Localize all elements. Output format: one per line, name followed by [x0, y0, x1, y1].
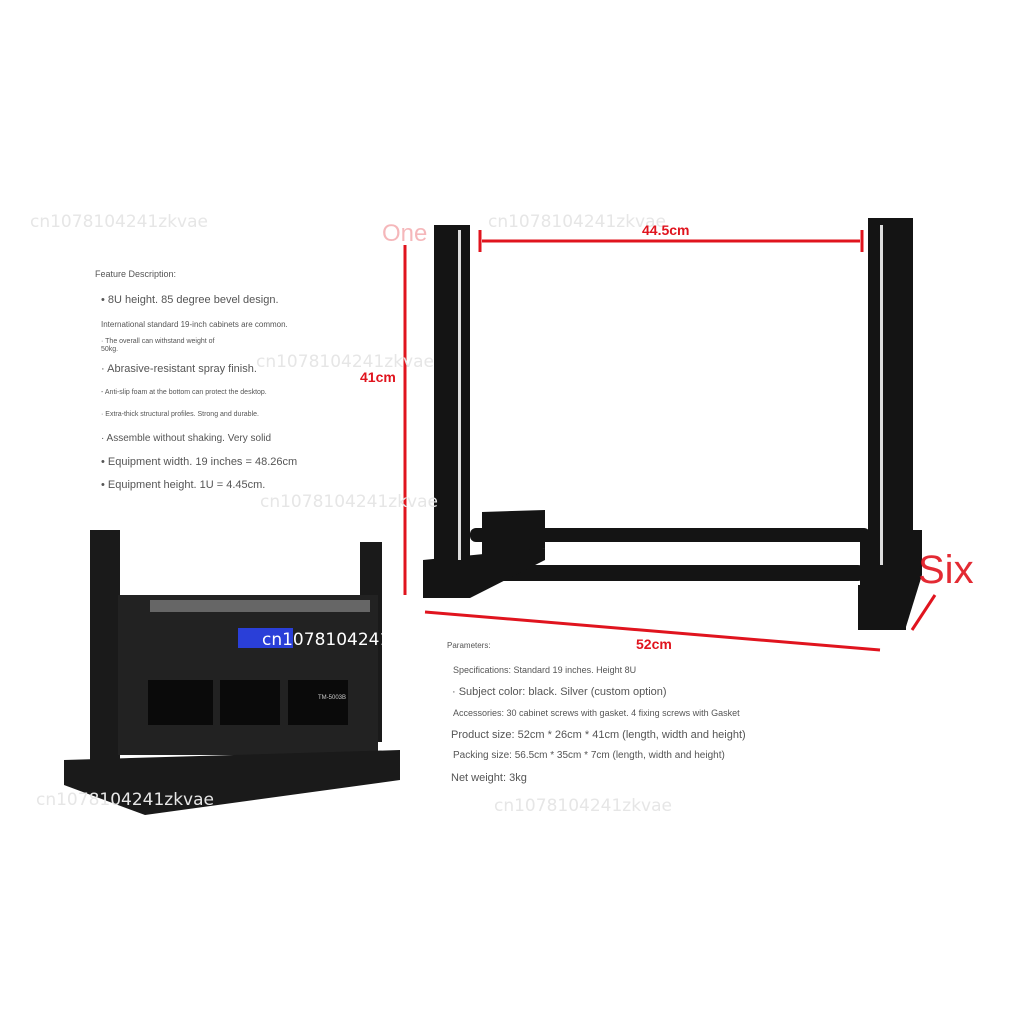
- feature-item: • 8U height. 85 degree bevel design.: [101, 294, 279, 306]
- product-photo: [64, 530, 400, 815]
- watermark: cn1078104241zkvae: [488, 212, 666, 232]
- parameters-title: Parameters:: [447, 641, 491, 650]
- feature-item: • Equipment width. 19 inches = 48.26cm: [101, 456, 298, 468]
- feature-item: · Assemble without shaking. Very solid: [101, 433, 272, 444]
- feature-item: · The overall can withstand weight of: [101, 338, 215, 345]
- watermark: cn1078104241zkvae: [36, 790, 214, 810]
- height-dimension: 41cm: [360, 369, 396, 385]
- length-dimension: 52cm: [636, 636, 672, 652]
- parameter-item: Product size: 52cm * 26cm * 41cm (length…: [451, 729, 746, 741]
- feature-title: Feature Description:: [95, 269, 177, 279]
- feature-item: International standard 19-inch cabinets …: [101, 320, 288, 329]
- watermark: cn1078104241zkvae: [30, 212, 208, 232]
- parameter-item: Packing size: 56.5cm * 35cm * 7cm (lengt…: [453, 750, 725, 761]
- feature-item: · Extra-thick structural profiles. Stron…: [101, 411, 259, 418]
- watermark: cn1078104241zkvae: [262, 630, 440, 650]
- label-six: Six: [918, 548, 974, 592]
- feature-item: · Abrasive-resistant spray finish.: [101, 363, 257, 375]
- label-one: One: [382, 220, 428, 247]
- watermark: cn1078104241zkvae: [494, 796, 672, 816]
- device-model-label: TM-5003B: [318, 695, 347, 701]
- parameter-item: · Subject color: black. Silver (custom o…: [452, 686, 667, 698]
- watermark: cn1078104241zkvae: [260, 492, 438, 512]
- width-dimension: 44.5cm: [642, 222, 690, 238]
- parameter-item: Accessories: 30 cabinet screws with gask…: [453, 708, 740, 718]
- feature-item: - Anti-slip foam at the bottom can prote…: [101, 389, 267, 396]
- feature-item: • Equipment height. 1U = 4.45cm.: [101, 479, 266, 491]
- parameter-item: Specifications: Standard 19 inches. Heig…: [453, 665, 637, 675]
- parameter-item: Net weight: 3kg: [451, 772, 527, 784]
- feature-item: 50kg.: [101, 346, 119, 353]
- watermark: cn1078104241zkvae: [256, 352, 434, 372]
